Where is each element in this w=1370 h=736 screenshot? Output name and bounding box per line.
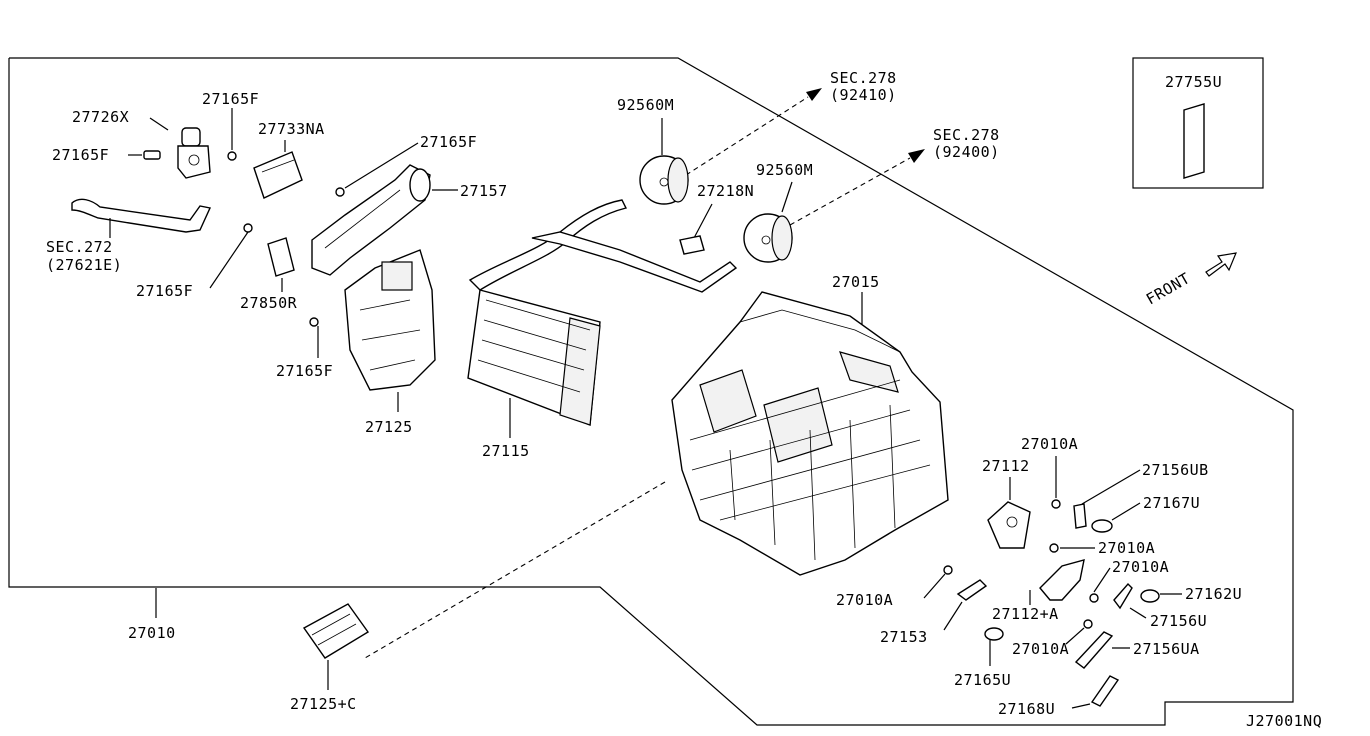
kit-box-27755u[interactable]: 27755U [1132,57,1264,189]
part-label: 92560M [756,161,813,179]
part-label: 27010 [128,624,176,642]
part-27115[interactable]: 27115 [467,199,738,460]
sec278-ref-92410[interactable]: SEC.278 (92410) [685,69,897,176]
part-label: 27218N [697,182,754,200]
part-label: 27156U [1150,612,1207,630]
part-27010a-4[interactable]: 27010A [836,565,953,609]
part-label: 27125+C [290,695,357,713]
sec278-ref-92400[interactable]: SEC.278 (92400) [789,126,1000,226]
part-27167u[interactable]: 27167U [1091,494,1200,533]
part-27125c[interactable]: 27125+C [290,481,666,713]
part-label-27165f: 27165F [420,133,477,151]
part-27165f-bottom[interactable]: 27165F [276,317,333,380]
sec-code: (27621E) [46,256,122,274]
front-arrow-icon [1205,252,1237,277]
part-27165f-left[interactable]: 27165F [52,146,161,164]
part-label: 27165F [202,90,259,108]
part-label: 27010A [1098,539,1155,557]
part-label: 27165F [52,146,109,164]
part-label: 27115 [482,442,530,460]
front-label: FRONT [1143,269,1193,308]
part-27156ub[interactable]: 27156UB [1073,461,1209,529]
part-label-27755u: 27755U [1165,73,1222,91]
sec-label: SEC.278 [830,69,897,87]
part-label: 27726X [72,108,129,126]
part-label: 92560M [617,96,674,114]
part-27010a-1[interactable]: 27010A [1021,435,1078,509]
part-27010a-5[interactable]: 27010A [1012,619,1093,658]
part-27156u[interactable]: 27156U [1113,582,1207,630]
part-27218n[interactable]: 27218N [679,182,754,255]
sec-code: (92400) [933,143,1000,161]
sec-label: SEC.278 [933,126,1000,144]
part-label: 27157 [460,182,508,200]
part-label: 27850R [240,294,298,312]
part-27165f-top[interactable]: 27165F [202,90,259,161]
part-27168u[interactable]: 27168U [998,675,1120,718]
part-27010a-3[interactable]: 27010A [1089,558,1169,603]
part-27112[interactable]: 27112 [982,457,1031,549]
part-92560m-b[interactable]: 92560M [743,161,813,263]
part-27162u[interactable]: 27162U [1140,585,1242,603]
part-27726x[interactable]: 27726X [72,108,211,179]
part-27112a[interactable]: 27112+A [992,559,1085,623]
part-label: 27112 [982,457,1030,475]
front-indicator: FRONT [1143,252,1237,308]
sec-label: SEC.272 [46,238,113,256]
part-label: 27162U [1185,585,1242,603]
part-27015[interactable]: 27015 [671,273,949,576]
part-label: 27156UB [1142,461,1209,479]
diagram-id: J27001NQ [1246,712,1322,730]
part-27156ua[interactable]: 27156UA [1074,631,1200,669]
part-label: 27156UA [1133,640,1200,658]
part-label: 27165U [954,671,1011,689]
part-label: 27112+A [992,605,1059,623]
sec-code: (92410) [830,86,897,104]
part-label: 27010A [1112,558,1169,576]
part-label: 27015 [832,273,880,291]
part-label: 27010A [1021,435,1078,453]
filter-card-icon [1183,103,1205,179]
sec272-ref-pipe[interactable]: SEC.272 (27621E) [46,198,212,274]
part-27850r[interactable]: 27165F 27850R [136,223,298,312]
part-label: 27125 [365,418,413,436]
part-27733na[interactable]: 27733NA [253,120,325,199]
part-label: 27733NA [258,120,325,138]
part-27165u[interactable]: 27165U [954,627,1011,689]
arrow-head-icon [806,88,822,101]
part-27010a-2[interactable]: 27010A [1049,539,1155,557]
part-label: 27167U [1143,494,1200,512]
part-label: 27165F [276,362,333,380]
part-27010[interactable]: 27010 [128,588,176,642]
part-label: 27168U [998,700,1055,718]
part-92560m-a[interactable]: 92560M [617,96,689,205]
part-label: 27010A [1012,640,1069,658]
part-label: 27010A [836,591,893,609]
part-27157[interactable]: 27165F 27157 [311,133,508,276]
arrow-head-icon [908,149,925,163]
part-label-27165f: 27165F [136,282,193,300]
part-27153[interactable]: 27153 [880,579,988,646]
part-27125[interactable]: 27125 [344,249,436,436]
assembly-boundary [8,57,1294,726]
part-label: 27153 [880,628,928,646]
